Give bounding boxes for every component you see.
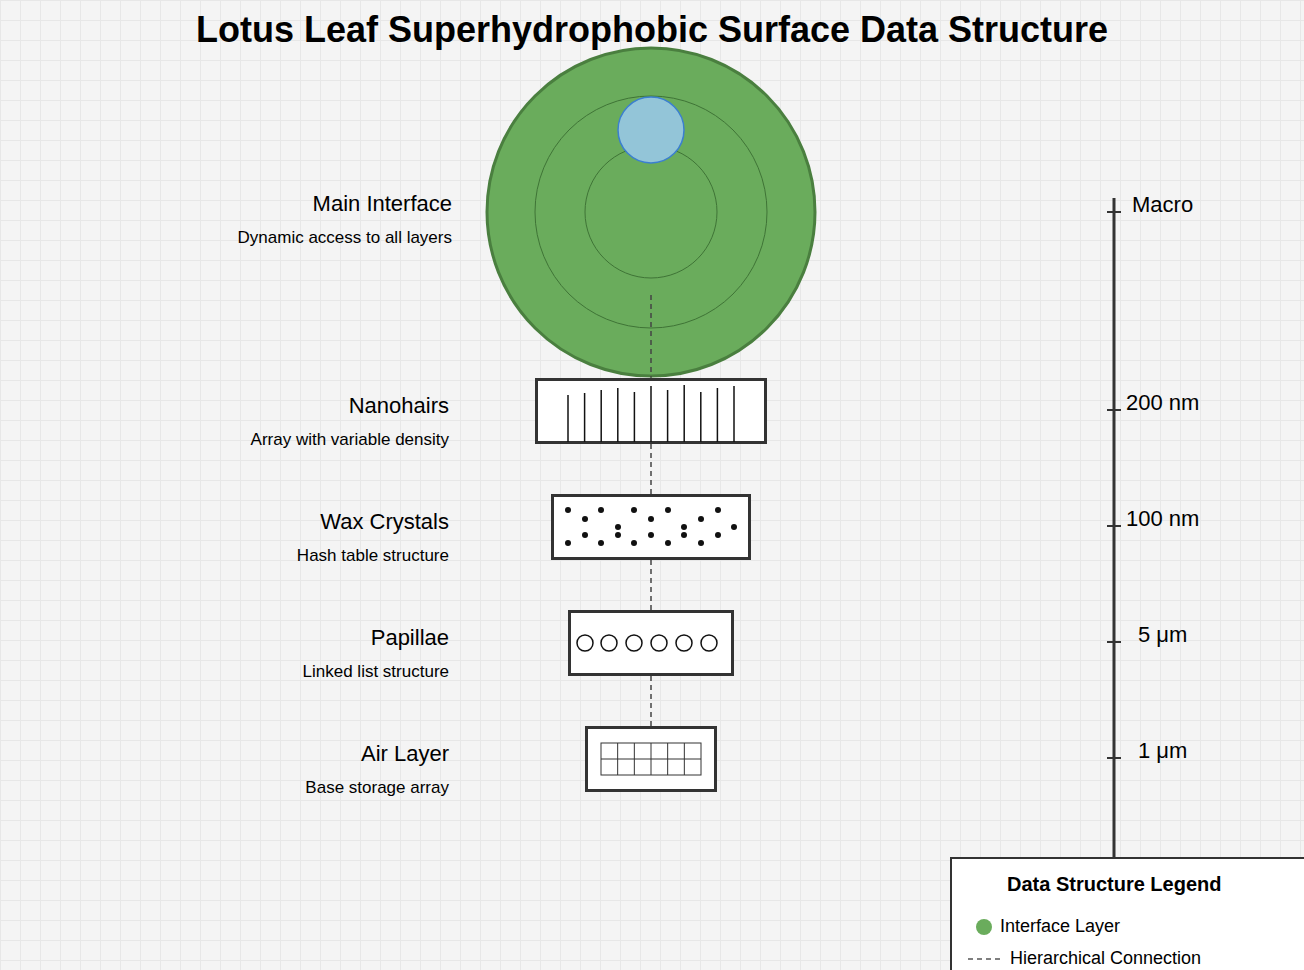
papilla bbox=[601, 635, 617, 651]
air-grid bbox=[601, 743, 701, 775]
scale-label: 100 nm bbox=[1126, 507, 1199, 531]
papilla bbox=[701, 635, 717, 651]
diagram-title: Lotus Leaf Superhydrophobic Surface Data… bbox=[0, 10, 1304, 50]
papilla bbox=[577, 635, 593, 651]
wax-crystal bbox=[715, 532, 721, 538]
leaf-illustration bbox=[486, 47, 816, 377]
nanohair bbox=[683, 385, 685, 442]
water-droplet bbox=[618, 97, 684, 163]
connector-line bbox=[650, 560, 652, 610]
axis-tick bbox=[1107, 641, 1121, 643]
legend-title: Data Structure Legend bbox=[1007, 873, 1221, 895]
wax-crystal bbox=[665, 540, 671, 546]
axis-tick bbox=[1107, 409, 1121, 411]
scale-label: 200 nm bbox=[1126, 391, 1199, 415]
wax-crystal bbox=[615, 532, 621, 538]
nanohair bbox=[650, 386, 652, 442]
layer-name: Wax Crystals bbox=[320, 510, 449, 534]
nanohair bbox=[733, 386, 735, 442]
wax-crystal bbox=[698, 540, 704, 546]
hierarchy-connector bbox=[651, 560, 652, 610]
papilla bbox=[676, 635, 692, 651]
leaf-ring bbox=[535, 96, 767, 328]
connector-line bbox=[650, 676, 652, 726]
legend-dot bbox=[976, 919, 992, 935]
wax-crystal bbox=[631, 507, 637, 513]
papilla bbox=[626, 635, 642, 651]
leaf-ring bbox=[585, 146, 717, 278]
layer-box: PapillaeLinked list structure bbox=[568, 610, 734, 676]
air-illustration bbox=[585, 726, 717, 792]
scale-label: 1 μm bbox=[1138, 739, 1187, 763]
hierarchy-connector bbox=[651, 444, 652, 494]
layer-name: Air Layer bbox=[361, 742, 449, 766]
layer-description: Dynamic access to all layers bbox=[238, 229, 452, 248]
wax-crystal bbox=[681, 532, 687, 538]
wax-crystal bbox=[681, 524, 687, 530]
nanohair bbox=[567, 395, 569, 442]
wax-illustration bbox=[551, 494, 751, 560]
scale-label: 5 μm bbox=[1138, 623, 1187, 647]
scale-label: Macro bbox=[1132, 193, 1193, 217]
layer-name: Main Interface bbox=[313, 192, 452, 216]
wax-crystal bbox=[648, 516, 654, 522]
axis-line bbox=[1113, 198, 1116, 858]
nanohair bbox=[634, 392, 636, 442]
wax-crystal bbox=[582, 516, 588, 522]
legend-box: Data Structure LegendInterface LayerHier… bbox=[950, 857, 1304, 970]
wax-crystal bbox=[565, 507, 571, 513]
axis-tick bbox=[1107, 211, 1121, 213]
wax-crystal bbox=[631, 540, 637, 546]
wax-crystal bbox=[665, 507, 671, 513]
wax-crystal bbox=[582, 532, 588, 538]
wax-crystal bbox=[731, 524, 737, 530]
legend-dash bbox=[968, 958, 1002, 960]
axis-tick bbox=[1107, 525, 1121, 527]
nanohair bbox=[700, 392, 702, 442]
hairs-illustration bbox=[535, 378, 767, 444]
wax-crystal bbox=[648, 532, 654, 538]
nanohair bbox=[584, 393, 586, 442]
layer-description: Hash table structure bbox=[297, 547, 449, 566]
legend-text: Hierarchical Connection bbox=[1010, 949, 1201, 969]
layer-box: Wax CrystalsHash table structure bbox=[551, 494, 751, 560]
legend-text: Interface Layer bbox=[1000, 917, 1120, 937]
layer-name: Papillae bbox=[371, 626, 449, 650]
wax-crystal bbox=[598, 507, 604, 513]
interface-circle: Main InterfaceDynamic access to all laye… bbox=[486, 47, 816, 377]
wax-crystal bbox=[565, 540, 571, 546]
connector-line bbox=[650, 444, 652, 494]
layer-description: Array with variable density bbox=[251, 431, 449, 450]
nanohair bbox=[667, 390, 669, 442]
layer-name: Nanohairs bbox=[349, 394, 449, 418]
layer-description: Linked list structure bbox=[303, 663, 449, 682]
legend-line-sample bbox=[966, 949, 1006, 969]
layer-box: Air LayerBase storage array bbox=[585, 726, 717, 792]
wax-crystal bbox=[615, 524, 621, 530]
wax-crystal bbox=[715, 507, 721, 513]
nanohair bbox=[600, 390, 602, 442]
wax-crystal bbox=[698, 516, 704, 522]
air-grid-line bbox=[601, 759, 701, 760]
layer-box: NanohairsArray with variable density bbox=[535, 378, 767, 444]
hierarchy-line bbox=[650, 295, 652, 377]
nanohair bbox=[617, 388, 619, 442]
papilla bbox=[651, 635, 667, 651]
wax-crystal bbox=[598, 540, 604, 546]
nanohair bbox=[717, 388, 719, 442]
hierarchy-connector bbox=[651, 676, 652, 726]
papillae-illustration bbox=[568, 610, 734, 676]
layer-description: Base storage array bbox=[305, 779, 449, 798]
axis-tick bbox=[1107, 757, 1121, 759]
leaf-disc bbox=[487, 48, 815, 376]
